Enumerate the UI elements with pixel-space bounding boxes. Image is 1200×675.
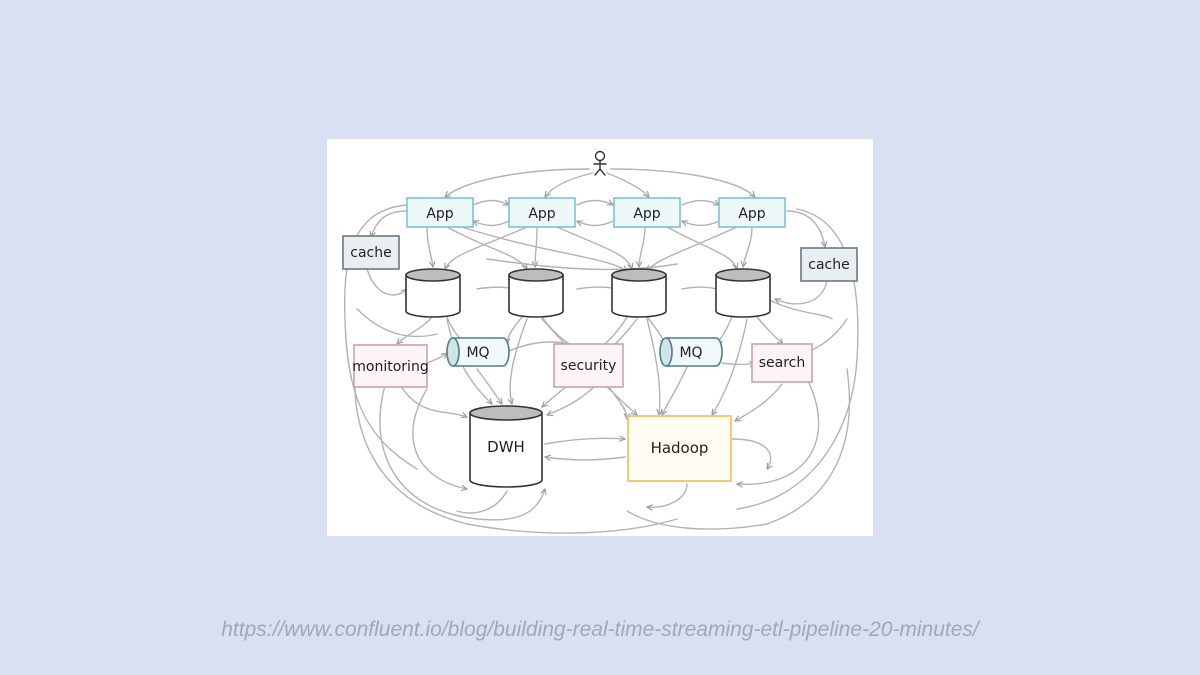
app-node-3: App	[613, 197, 681, 228]
app-node-4: App	[718, 197, 786, 228]
message-queue-icon: MQ	[659, 337, 723, 367]
hadoop-node: Hadoop	[627, 415, 732, 482]
app-label: App	[738, 206, 765, 222]
dwh-label: DWH	[487, 438, 525, 456]
security-label: security	[561, 358, 617, 374]
source-link[interactable]: https://www.confluent.io/blog/building-r…	[221, 618, 979, 641]
monitoring-node: monitoring	[352, 344, 429, 388]
monitoring-label: monitoring	[352, 359, 428, 375]
database-icon	[715, 268, 771, 318]
app-node-2: App	[508, 197, 576, 228]
database-icon	[508, 268, 564, 318]
app-label: App	[528, 206, 555, 222]
app-node-1: App	[406, 197, 474, 228]
hadoop-label: Hadoop	[651, 439, 709, 457]
connection-lines	[343, 168, 859, 534]
app-label: App	[633, 206, 660, 222]
diagram-canvas: App App App App cache cache	[342, 150, 859, 534]
cache-label: cache	[350, 245, 391, 261]
cache-node-right: cache	[800, 247, 858, 282]
database-icon	[405, 268, 461, 318]
dwh-database: DWH	[469, 405, 543, 488]
mq-label: MQ	[466, 345, 489, 361]
security-node: security	[553, 343, 624, 388]
mq-label: MQ	[679, 345, 702, 361]
app-label: App	[426, 206, 453, 222]
architecture-diagram: App App App App cache cache	[327, 139, 873, 536]
cache-label: cache	[808, 257, 849, 273]
user-icon	[593, 150, 607, 176]
search-label: search	[759, 355, 806, 371]
message-queue-icon: MQ	[446, 337, 510, 367]
database-icon	[611, 268, 667, 318]
cache-node-left: cache	[342, 235, 400, 270]
search-node: search	[751, 343, 813, 383]
